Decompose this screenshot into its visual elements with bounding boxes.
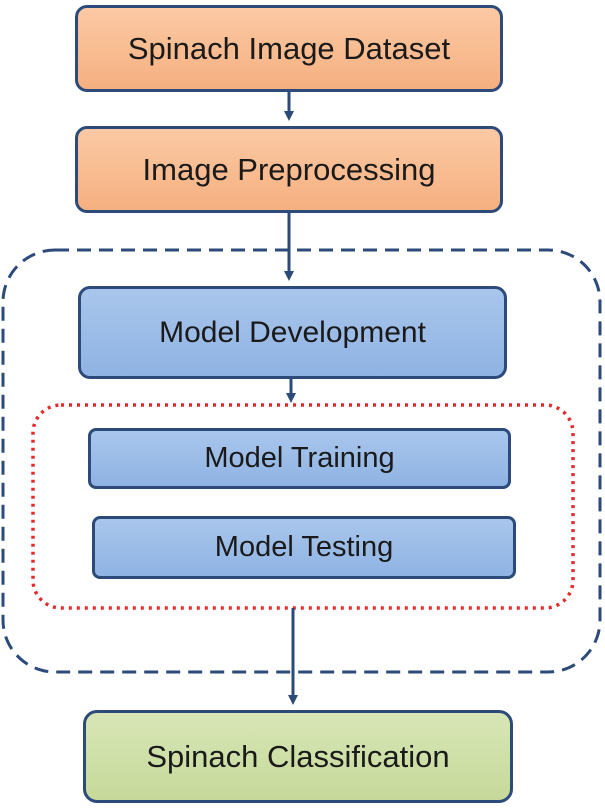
node-spinach-image-dataset: Spinach Image Dataset (75, 5, 503, 92)
node-label: Model Training (204, 442, 395, 474)
node-label: Model Development (159, 315, 426, 349)
node-spinach-classification: Spinach Classification (83, 710, 513, 803)
node-image-preprocessing: Image Preprocessing (75, 126, 503, 213)
node-label: Spinach Classification (146, 738, 450, 774)
node-model-testing: Model Testing (92, 516, 516, 579)
node-label: Model Testing (214, 531, 394, 563)
node-label: Spinach Image Dataset (127, 30, 451, 66)
node-label: Image Preprocessing (142, 151, 436, 187)
node-model-development: Model Development (78, 286, 507, 379)
train-test-group-dotted-border (31, 403, 575, 610)
node-model-training: Model Training (88, 428, 511, 489)
model-group-dashed-border (1, 248, 602, 674)
